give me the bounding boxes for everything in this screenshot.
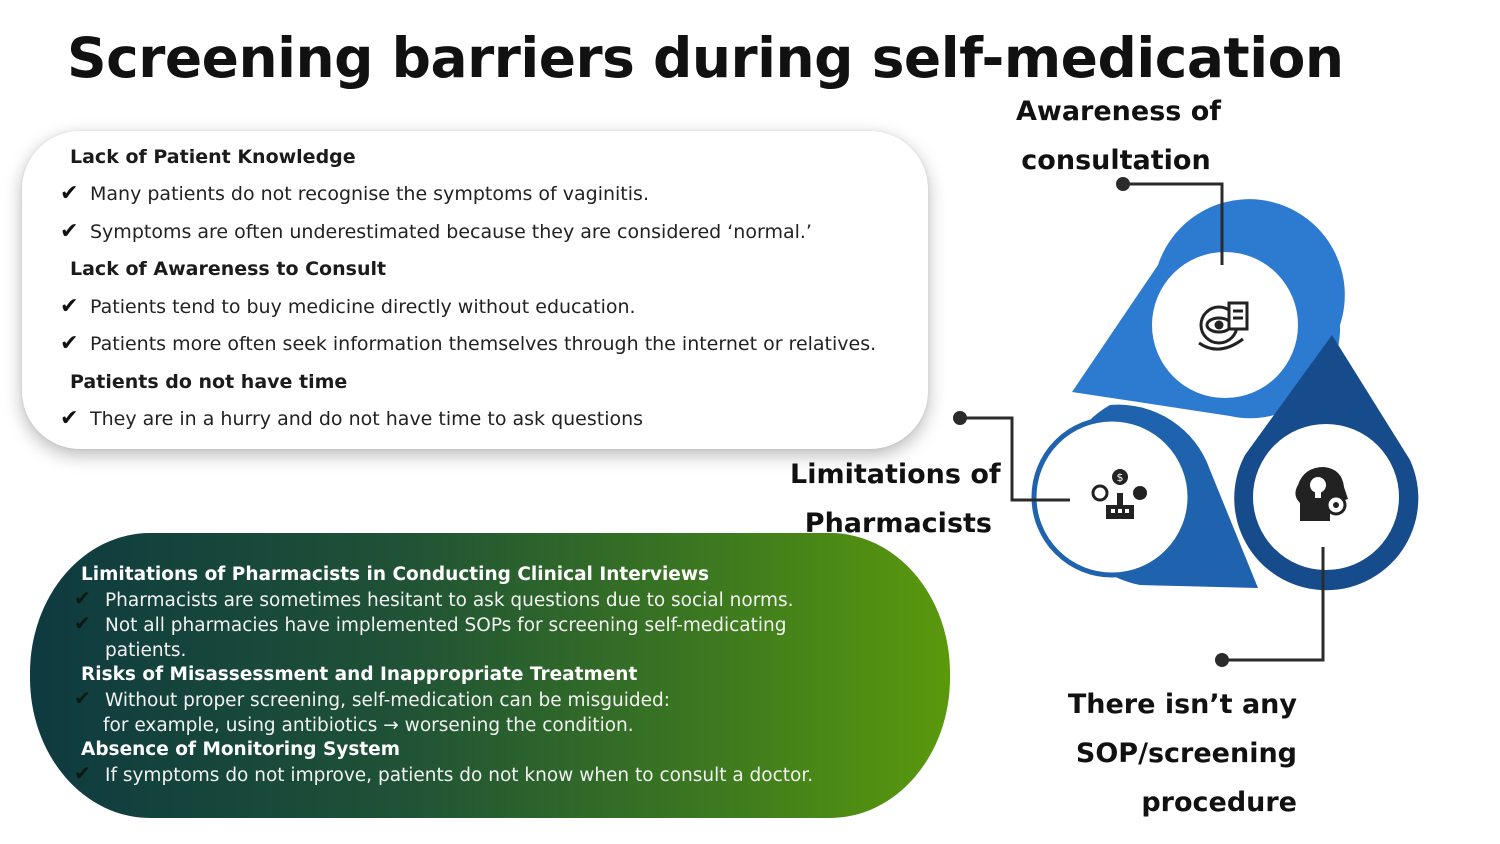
section-heading: Limitations of Pharmacists in Conducting… (81, 564, 709, 585)
label-sop-line2: SOP/screening (1075, 738, 1297, 769)
label-sop-line3: procedure (1141, 787, 1297, 818)
list-item: ✔ If symptoms do not improve, patients d… (74, 763, 813, 788)
pharmacist-barriers-card: Limitations of Pharmacists in Conducting… (30, 533, 950, 818)
item-text-continued: patients. (105, 640, 187, 661)
connector-awareness (1116, 177, 1224, 265)
list-item: ✔ Symptoms are often underestimated beca… (60, 219, 812, 244)
connector-limitations (953, 411, 1070, 502)
drop-limitations (1031, 404, 1258, 588)
item-text: Pharmacists are sometimes hesitant to as… (105, 590, 794, 611)
item-text: If symptoms do not improve, patients do … (105, 765, 814, 786)
page-title: Screening barriers during self-medicatio… (67, 26, 1344, 90)
list-item: ✔ They are in a hurry and do not have ti… (60, 406, 644, 431)
check-icon: ✔ (74, 586, 91, 610)
check-icon: ✔ (60, 294, 79, 319)
connector-sop (1215, 547, 1325, 667)
item-text: Patients more often seek information the… (90, 333, 877, 355)
check-icon: ✔ (60, 181, 79, 206)
head-idea-gear-icon (1295, 467, 1348, 521)
check-icon: ✔ (60, 219, 79, 244)
section-heading: Risks of Misassessment and Inappropriate… (81, 664, 638, 685)
list-item: ✔ Without proper screening, self-medicat… (74, 688, 670, 713)
check-icon: ✔ (60, 331, 79, 356)
section-heading: Lack of Patient Knowledge (70, 146, 356, 168)
check-icon: ✔ (74, 611, 91, 635)
label-limitations-line2: Pharmacists (804, 508, 992, 539)
section-heading: Absence of Monitoring System (81, 739, 401, 760)
label-limitations-line1: Limitations of (790, 459, 1001, 490)
knowledge-barriers-card: Lack of Patient Knowledge ✔ Many patient… (22, 131, 928, 449)
item-text: Not all pharmacies have implemented SOPs… (105, 615, 787, 636)
list-item: ✔ Pharmacists are sometimes hesitant to … (74, 588, 794, 613)
item-text: They are in a hurry and do not have time… (90, 408, 644, 430)
label-sop-line1: There isn’t any (1067, 689, 1297, 720)
item-text: Symptoms are often underestimated becaus… (90, 221, 812, 243)
svg-text:$: $ (1117, 471, 1124, 484)
list-item: ✔ Patients more often seek information t… (60, 331, 877, 356)
label-awareness-line1: Awareness of (1016, 96, 1222, 127)
check-icon: ✔ (74, 686, 91, 710)
list-item: ✔ Not all pharmacies have implemented SO… (74, 613, 786, 638)
item-text: Many patients do not recognise the sympt… (90, 183, 649, 205)
item-text: Patients tend to buy medicine directly w… (90, 296, 636, 318)
eye-document-icon (1198, 301, 1249, 351)
check-icon: ✔ (60, 406, 79, 431)
pharmacy-service-icon: $ (1091, 469, 1147, 519)
list-item: ✔ Patients tend to buy medicine directly… (60, 294, 636, 319)
list-item: ✔ Many patients do not recognise the sym… (60, 181, 649, 206)
label-awareness-line2: consultation (1021, 145, 1211, 176)
check-icon: ✔ (74, 761, 91, 785)
item-text: Without proper screening, self-medicatio… (105, 690, 670, 711)
section-heading: Lack of Awareness to Consult (70, 258, 387, 280)
section-heading: Patients do not have time (70, 371, 348, 393)
item-text-continued: for example, using antibiotics → worseni… (103, 715, 634, 736)
